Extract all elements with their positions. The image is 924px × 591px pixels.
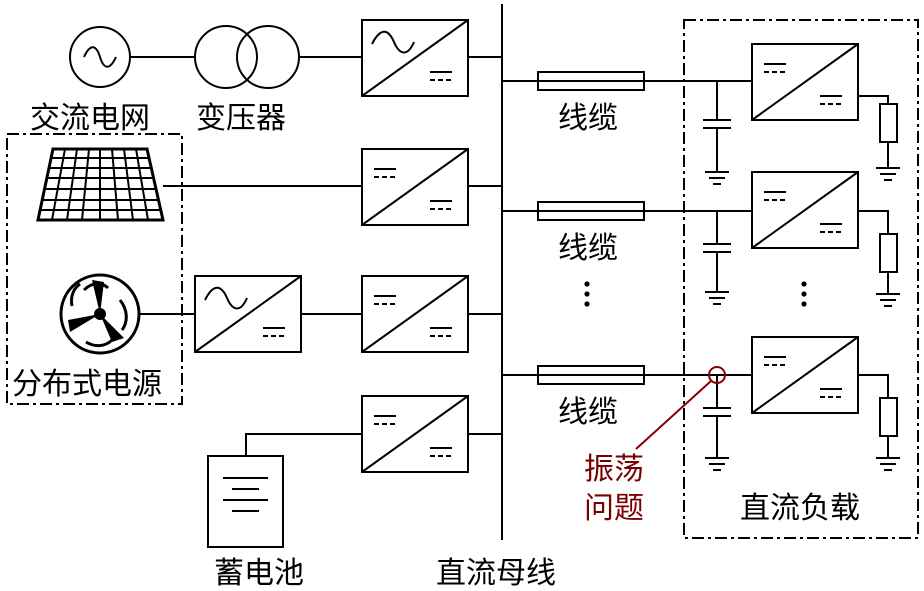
converter-icon bbox=[361, 395, 469, 473]
ellipsis-cable bbox=[584, 281, 590, 307]
wind-turbine-icon bbox=[59, 273, 141, 355]
oscillation-label-2: 问题 bbox=[584, 491, 644, 526]
transformer-icon bbox=[194, 25, 300, 89]
cable-label-2: 线缆 bbox=[558, 231, 618, 266]
dc-bus-label: 直流母线 bbox=[436, 556, 556, 591]
converter-icon bbox=[361, 148, 469, 226]
resistor-icon bbox=[879, 397, 898, 437]
resistor-icon bbox=[879, 103, 898, 143]
ground-icon bbox=[704, 291, 730, 305]
load-branch-1 bbox=[502, 43, 901, 185]
cable-label-3: 线缆 bbox=[558, 395, 618, 430]
dc-load-label: 直流负载 bbox=[740, 491, 860, 526]
oscillation-label-1: 振荡 bbox=[584, 452, 644, 487]
cable-label-1: 线缆 bbox=[558, 101, 618, 136]
converter-icon bbox=[361, 19, 469, 97]
ellipsis-load bbox=[801, 281, 807, 307]
load-branch-2 bbox=[502, 171, 901, 307]
capacitor-icon bbox=[702, 119, 732, 129]
resistor-icon bbox=[879, 233, 898, 273]
oscillation-pointer bbox=[635, 380, 712, 450]
converter-icon bbox=[194, 275, 302, 353]
battery-icon bbox=[207, 455, 284, 548]
dc-load-box bbox=[683, 19, 919, 539]
distributed-source-label: 分布式电源 bbox=[12, 367, 162, 402]
distributed-source-box bbox=[6, 133, 183, 405]
load-branch-3 bbox=[502, 336, 901, 471]
ac-grid-label: 交流电网 bbox=[30, 101, 150, 136]
ground-icon bbox=[875, 293, 901, 307]
solar-panel-icon bbox=[36, 147, 165, 222]
capacitor-icon bbox=[702, 407, 732, 417]
wire-battery-converter bbox=[245, 433, 362, 456]
converter-icon bbox=[751, 171, 859, 249]
ground-icon bbox=[704, 171, 730, 185]
converter-icon bbox=[751, 43, 859, 121]
battery-label: 蓄电池 bbox=[214, 556, 304, 591]
capacitor-icon bbox=[702, 243, 732, 253]
converter-icon bbox=[751, 336, 859, 414]
ac-source-icon bbox=[69, 26, 131, 88]
ground-icon bbox=[875, 457, 901, 471]
converter-icon bbox=[361, 275, 469, 353]
ground-icon bbox=[875, 167, 901, 181]
oscillation-marker bbox=[708, 366, 726, 384]
transformer-label: 变压器 bbox=[196, 101, 286, 136]
ground-icon bbox=[704, 457, 730, 471]
